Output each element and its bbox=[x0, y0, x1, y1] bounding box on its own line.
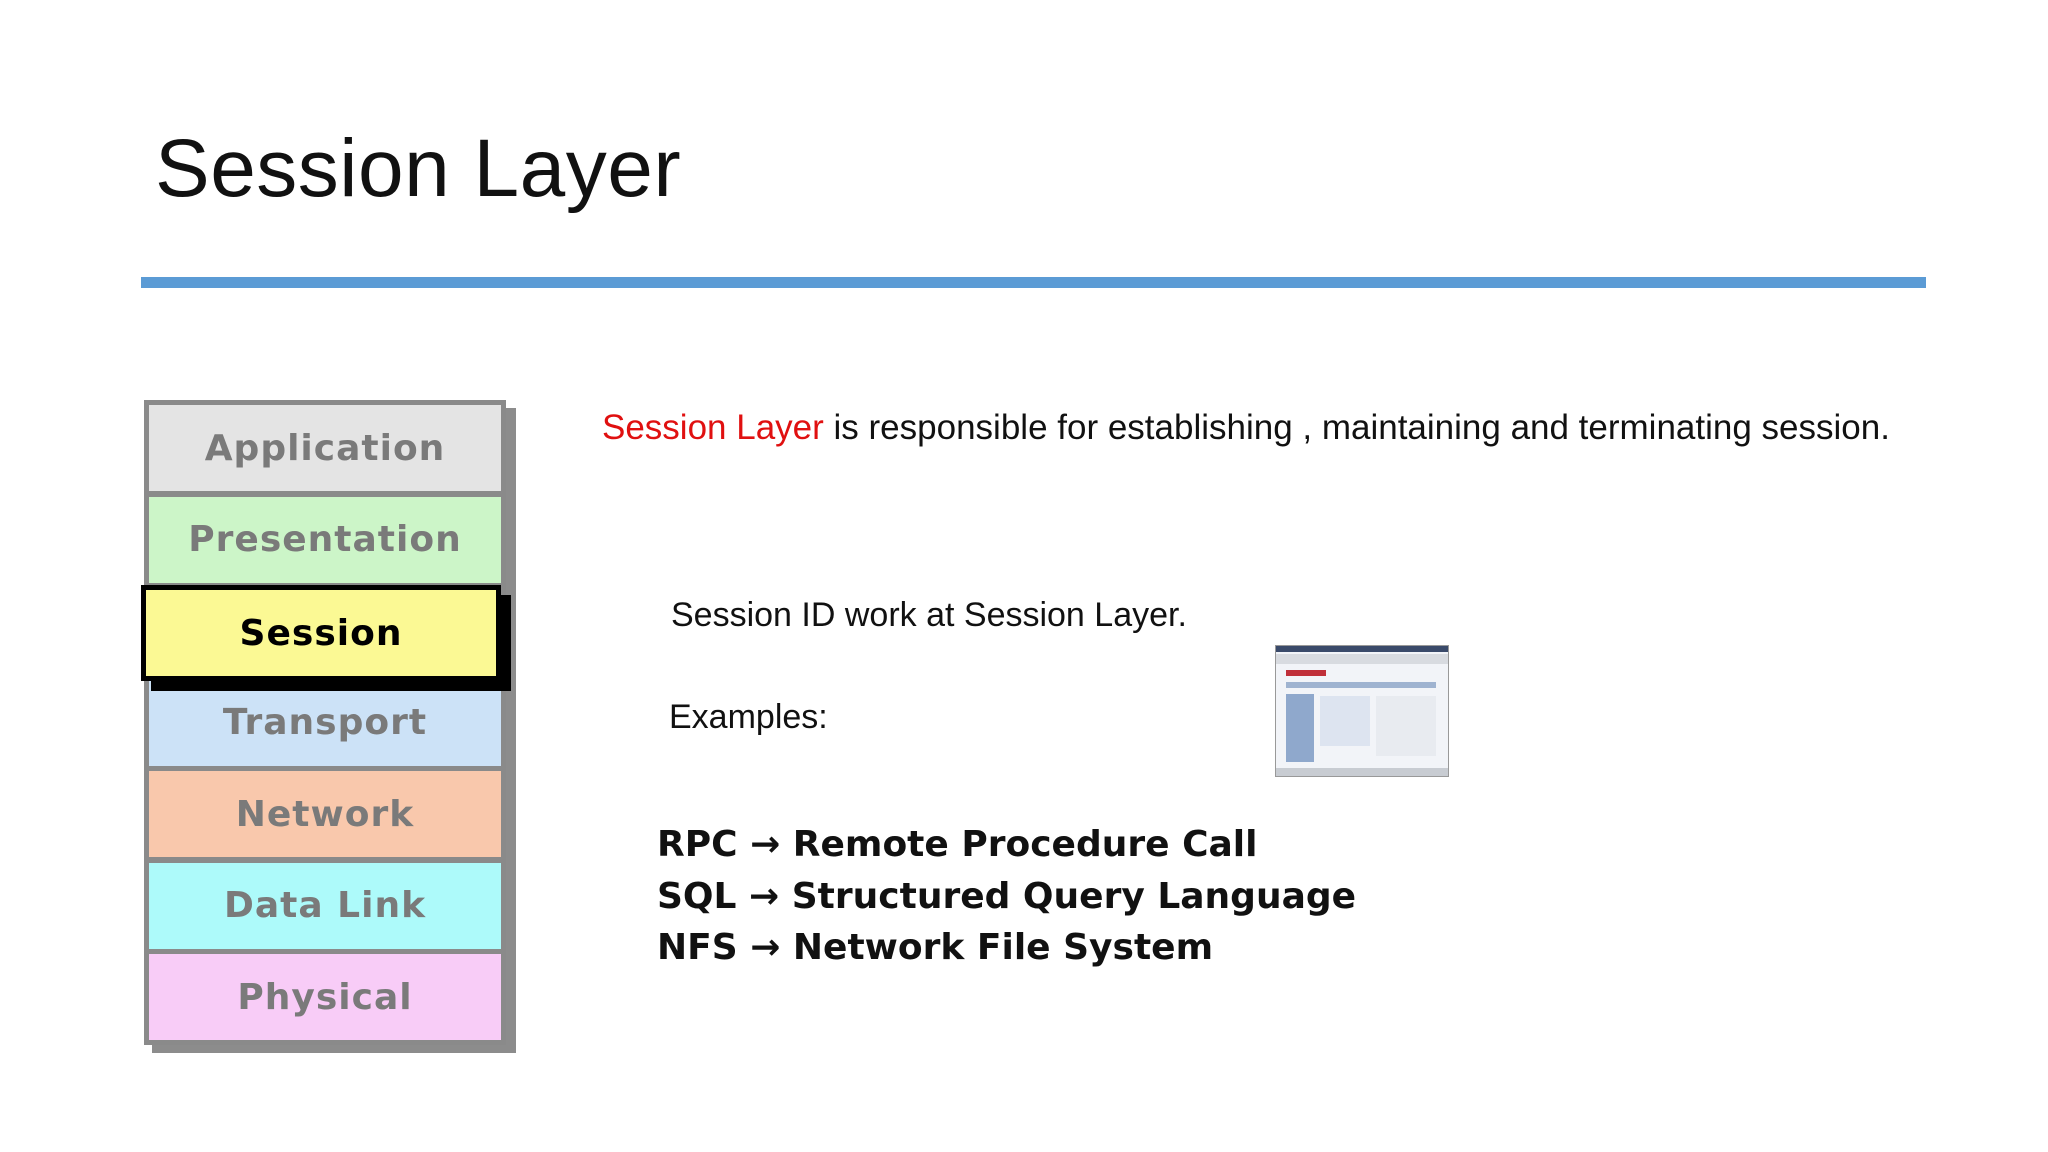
description-text: is responsible for establishing , mainta… bbox=[833, 408, 1890, 447]
example-item: RPC → Remote Procedure Call bbox=[657, 824, 1257, 865]
yahoo-mail-screenshot-icon bbox=[1275, 645, 1449, 777]
osi-layer-application: Application bbox=[149, 405, 501, 491]
osi-layer-presentation: Presentation bbox=[149, 496, 501, 583]
osi-layer-transport: Transport bbox=[149, 679, 501, 766]
example-full-name: Structured Query Language bbox=[791, 875, 1357, 917]
arrow-icon: → bbox=[750, 824, 781, 865]
session-id-text: Session ID work at Session Layer. bbox=[671, 596, 1187, 634]
osi-layer-data-link: Data Link bbox=[149, 862, 501, 949]
title-divider bbox=[141, 277, 1926, 288]
highlight-term: Session Layer bbox=[602, 408, 824, 447]
osi-layer-session: Session bbox=[141, 585, 501, 681]
osi-layer-network: Network bbox=[149, 771, 501, 857]
slide-title: Session Layer bbox=[155, 123, 682, 214]
example-abbr: RPC bbox=[657, 824, 738, 865]
example-item: NFS → Network File System bbox=[657, 927, 1213, 968]
example-full-name: Network File System bbox=[792, 927, 1214, 968]
arrow-icon: → bbox=[749, 875, 780, 917]
session-layer-description: Session Layer is responsible for establi… bbox=[602, 408, 1890, 448]
example-abbr: SQL bbox=[657, 875, 737, 917]
examples-label: Examples: bbox=[669, 698, 828, 736]
osi-layer-physical: Physical bbox=[149, 954, 501, 1040]
example-abbr: NFS bbox=[657, 927, 738, 968]
example-item: SQL → Structured Query Language bbox=[657, 876, 1356, 917]
example-full-name: Remote Procedure Call bbox=[792, 824, 1258, 865]
arrow-icon: → bbox=[750, 927, 781, 968]
